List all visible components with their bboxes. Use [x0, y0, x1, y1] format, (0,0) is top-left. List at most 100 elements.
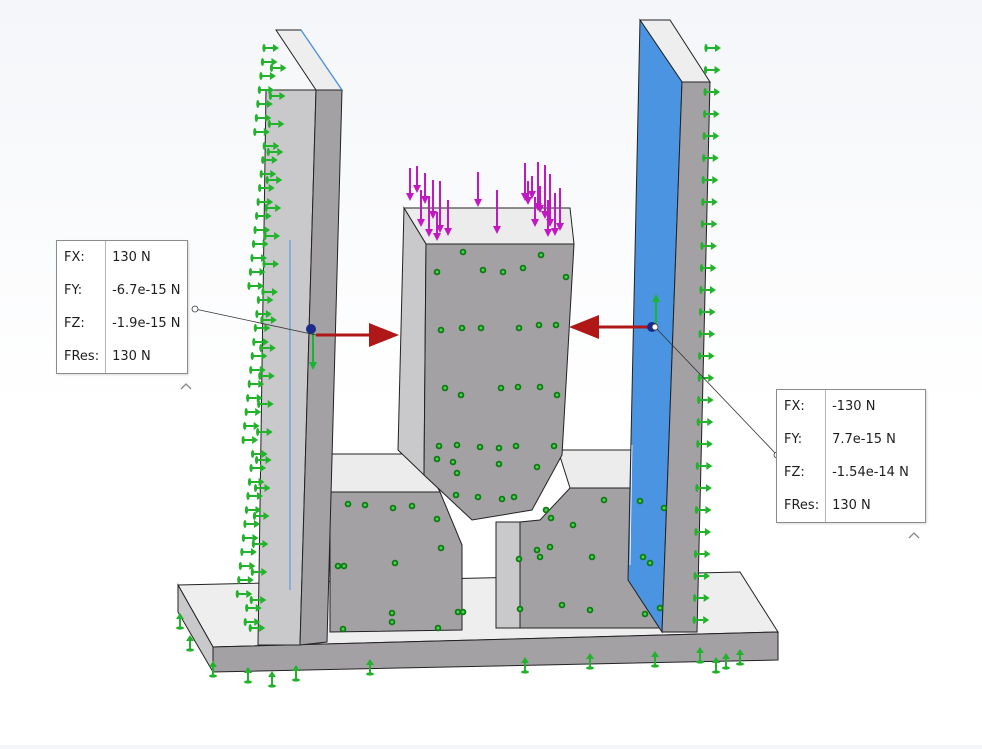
fixture-arrow-icon: [695, 484, 712, 492]
load-arrow-icon: [528, 176, 536, 199]
force-label: FZ:: [777, 456, 827, 489]
left-wall[interactable]: [257, 29, 343, 646]
fixture-arrow-icon: [700, 220, 718, 228]
fixture-arrow-icon: [176, 613, 184, 630]
fixture-arrow-icon: [237, 576, 254, 584]
fixture-arrow-icon: [243, 422, 260, 430]
fixture-arrow-icon: [699, 286, 716, 294]
force-label: FRes:: [777, 489, 827, 522]
force-row-fx: FX: -130 N: [777, 390, 925, 423]
force-value: 130 N: [112, 250, 151, 265]
fixture-arrow-icon: [249, 464, 267, 472]
fixture-arrow-icon: [262, 44, 279, 52]
force-readout-right[interactable]: FX: -130 N FY: 7.7e-15 N FZ: -1.54e-14 N…: [776, 389, 927, 523]
fixture-arrow-icon: [259, 344, 276, 352]
fixture-arrow-icon: [694, 528, 711, 536]
fixture-arrow-icon: [704, 44, 721, 52]
fixture-arrow-icon: [251, 540, 269, 548]
fixture-arrow-icon: [209, 661, 217, 678]
fixture-arrow-icon: [255, 456, 272, 464]
fixture-arrow-icon: [722, 653, 730, 670]
fixture-arrows-right: [692, 44, 721, 624]
force-row-fres: FRes: 130 N: [57, 340, 187, 373]
fixture-arrow-icon: [238, 562, 256, 570]
fixture-arrow-icon: [247, 282, 264, 290]
fixture-arrow-icon: [235, 590, 253, 598]
reaction-force-left[interactable]: [306, 323, 399, 370]
load-arrows: [406, 162, 564, 241]
fixture-arrow-icon: [244, 506, 262, 514]
force-value: -1.54e-14 N: [832, 465, 909, 480]
fixture-arrow-icon: [695, 462, 713, 470]
fixture-arrow-icon: [241, 436, 259, 444]
fixture-arrow-icon: [257, 86, 275, 94]
chevron-up-icon[interactable]: [908, 530, 920, 540]
load-arrow-icon: [531, 197, 539, 227]
fixture-arrow-icon: [262, 142, 280, 150]
force-label: FZ:: [57, 307, 107, 340]
force-label: FY:: [57, 274, 107, 307]
fixture-arrow-icon: [246, 394, 263, 402]
force-label: FX:: [57, 241, 107, 274]
fixture-arrow-icon: [249, 596, 267, 604]
force-row-fy: FY: -6.7e-15 N: [57, 274, 187, 307]
fixture-arrow-icon: [263, 232, 281, 240]
fixture-arrow-icon: [699, 264, 717, 272]
fixture-arrow-icon: [698, 308, 716, 316]
fixture-arrow-icon: [268, 671, 276, 688]
force-value: -6.7e-15 N: [112, 283, 181, 298]
fixture-arrow-icon: [292, 665, 300, 682]
fixture-arrow-icon: [262, 260, 280, 268]
fixture-arrow-icon: [252, 512, 270, 520]
fixture-arrow-icon: [697, 396, 714, 404]
fixture-arrow-icon: [255, 212, 272, 220]
load-arrow-icon: [544, 200, 552, 237]
fixture-arrow-icon: [253, 128, 270, 136]
fixture-arrow-icon: [692, 616, 710, 624]
force-label: FRes:: [57, 340, 107, 373]
force-label: FY:: [777, 423, 827, 456]
fixture-arrow-icon: [256, 296, 274, 304]
fixture-arrow-icon: [253, 324, 271, 332]
fixture-arrow-icon: [243, 520, 260, 528]
fixture-arrow-icon: [712, 657, 720, 674]
fixture-arrow-icon: [651, 651, 659, 668]
fixture-arrow-icon: [264, 204, 282, 212]
force-value: -130 N: [832, 399, 876, 414]
fixture-arrow-icon: [240, 548, 257, 556]
force-row-fz: FZ: -1.9e-15 N: [57, 307, 187, 340]
upper-middle-block[interactable]: [397, 206, 575, 521]
fixture-arrow-icon: [255, 310, 272, 318]
force-row-fres: FRes: 130 N: [777, 489, 925, 522]
fixture-arrow-icon: [244, 667, 252, 684]
fixture-arrow-icon: [266, 148, 284, 156]
force-row-fx: FX: 130 N: [57, 241, 187, 274]
fixture-arrow-icon: [700, 242, 717, 250]
load-arrow-icon: [444, 200, 452, 236]
fixture-arrow-icon: [246, 492, 264, 500]
fixture-arrow-icon: [703, 88, 721, 96]
fixture-arrow-icon: [702, 132, 720, 140]
fixture-arrow-icon: [259, 170, 277, 178]
fixture-arrow-icon: [521, 657, 529, 674]
load-arrow-icon: [556, 188, 564, 231]
fixture-arrow-icon: [247, 478, 265, 486]
force-readout-left[interactable]: FX: 130 N FY: -6.7e-15 N FZ: -1.9e-15 N …: [56, 240, 188, 374]
force-row-fz: FZ: -1.54e-14 N: [777, 456, 925, 489]
force-value: 130 N: [832, 498, 871, 513]
load-arrow-icon: [429, 180, 437, 219]
force-value: -1.9e-15 N: [112, 316, 181, 331]
fixture-arrow-icon: [694, 506, 712, 514]
chevron-up-icon[interactable]: [180, 381, 192, 391]
load-arrow-icon: [433, 212, 441, 241]
fixture-arrow-icon: [250, 568, 268, 576]
fixture-arrow-icon: [248, 624, 266, 632]
fixture-arrow-icon: [259, 72, 276, 80]
fixture-arrow-icon: [586, 653, 594, 670]
fixture-arrow-icon: [250, 254, 268, 262]
load-arrow-icon: [421, 173, 429, 204]
fixture-arrow-icon: [268, 92, 286, 100]
fixture-arrow-icon: [366, 659, 374, 676]
